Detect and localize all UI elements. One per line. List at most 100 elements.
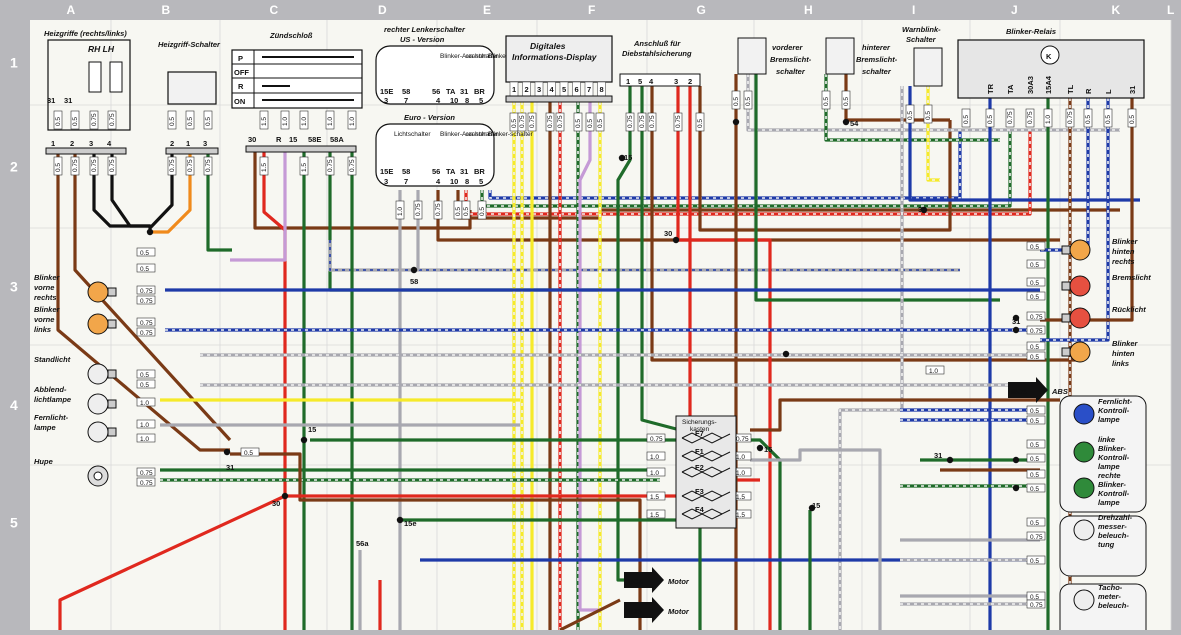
gauge-text: 0.5 <box>1030 442 1039 449</box>
heizgriff-schalter-connector <box>165 147 219 155</box>
gauge-text: 1.0 <box>327 117 334 126</box>
gauge-text: 0.75 <box>649 115 656 128</box>
gauge-text: 0.5 <box>697 119 704 128</box>
gauge-text: 1.0 <box>736 454 745 461</box>
gauge-text: 1.0 <box>301 117 308 126</box>
lenker-us-pin-3: 3 <box>384 96 388 105</box>
gauge-label: 0.5 <box>1083 108 1093 128</box>
gauge-label: 0.5 <box>1026 469 1046 479</box>
wire-stripe-43 <box>839 86 903 630</box>
display-pin-5: 5 <box>562 85 566 94</box>
gauge-label: 0.5 <box>1026 555 1046 565</box>
junction-node <box>281 492 289 500</box>
wire-stripe-20 <box>481 130 1011 207</box>
display-connector <box>505 95 613 103</box>
gauge-label: 0.5 <box>136 379 156 389</box>
gauge-text: 0.75 <box>639 115 646 128</box>
gauge-text: 0.75 <box>140 330 153 337</box>
lenker-euro-term-br: BR <box>474 167 485 176</box>
indicator-label2: Kontroll- <box>1098 406 1130 415</box>
anschluss-pin-2: 2 <box>688 77 692 86</box>
junction-node <box>223 448 231 456</box>
node-label: 31 <box>1012 317 1020 326</box>
display-pin-1: 1 <box>512 85 516 94</box>
indicator-label2: messer- <box>1098 522 1127 531</box>
gauge-label: 0.5 <box>461 200 471 220</box>
horn-icon-center <box>93 471 103 481</box>
gauge-text: 0.5 <box>140 372 149 379</box>
gauge-text: 1.0 <box>736 470 745 477</box>
lenker-us-term-56: 56 <box>432 87 440 96</box>
gauge-label: 1.0 <box>299 110 309 130</box>
gauge-label: 0.5 <box>1026 259 1046 269</box>
right-lamp-2: Rücklicht <box>1061 305 1146 329</box>
lenker-euro-title: Euro - Version <box>404 113 455 122</box>
node-label: 31 <box>918 205 926 214</box>
right-lamp-label: Rücklicht <box>1112 305 1146 314</box>
zuendschloss-term-r: R <box>276 135 282 144</box>
gauge-text: 0.5 <box>463 207 470 216</box>
brems-vorne-title2: Bremslicht- <box>770 55 812 64</box>
gauge-text: 0.5 <box>745 97 752 106</box>
gauge-text: 0.75 <box>140 480 153 487</box>
right-lamp-1: Bremslicht <box>1061 273 1151 297</box>
left-lamp-label2: vorne <box>34 283 54 292</box>
gauge-label: 0.75 <box>167 156 177 176</box>
brems-hinten-title2: Bremslicht- <box>856 55 898 64</box>
sicherungskasten-title2: kasten <box>690 426 710 433</box>
gauge-label: 0.75 <box>136 285 156 295</box>
gauge-label: 0.75 <box>136 327 156 337</box>
lenker-euro-pin-10: 10 <box>450 177 458 186</box>
wire-orange-5 <box>150 150 192 234</box>
fuse-symbol <box>681 450 731 457</box>
wire-red-33 <box>676 86 772 630</box>
gauge-text: 1.0 <box>140 436 149 443</box>
lenker-us-term-58: 58 <box>402 87 410 96</box>
wire-brown-32 <box>650 86 1080 362</box>
gauge-label: 0.75 <box>107 156 117 176</box>
zuendschloss-connector <box>245 145 357 153</box>
row-header-2: 2 <box>10 159 18 175</box>
left-lamp-label: Blinker <box>34 305 61 314</box>
junction-node <box>1012 326 1020 334</box>
gauge-label: 0.5 <box>1026 291 1046 301</box>
fuse-f2: F2 <box>695 463 704 472</box>
wire-grey-64 <box>750 448 882 630</box>
wire-red-9 <box>58 494 286 630</box>
heizgriff-schalter-conn-2: 2 <box>170 139 174 148</box>
gauge-label: 0.75 <box>1025 108 1035 128</box>
left-lamp-label: Standlicht <box>34 355 71 364</box>
indicator-label4: tung <box>1098 540 1115 549</box>
gauge-label: 0.5 <box>573 112 583 132</box>
warnblink-title: Warnblink- <box>902 25 941 34</box>
gauge-label: 1.5 <box>259 110 269 130</box>
gauge-label: 0.75 <box>1026 599 1046 609</box>
junction-node <box>946 456 954 464</box>
indicator-lamp-3: Drehzahl-messer-beleuch-tung <box>1073 513 1133 549</box>
node-label: 15 <box>308 425 316 434</box>
gauge-text: 0.75 <box>169 159 176 172</box>
fuse-symbol-lower <box>681 495 723 502</box>
column-header-f: F <box>588 3 595 17</box>
bremslicht-schalter-vorne: vorderer Bremslicht- schalter <box>737 37 812 76</box>
junction-node <box>782 350 790 358</box>
gauge-text: 0.5 <box>479 207 486 216</box>
gauge-text: 0.5 <box>455 207 462 216</box>
arrow-target: Motor <box>668 577 690 586</box>
gauge-text: 0.75 <box>327 159 334 172</box>
gauge-text: 0.5 <box>1030 418 1039 425</box>
gauge-label: 1.0 <box>280 110 290 130</box>
column-header-b: B <box>162 3 171 17</box>
relais-term-tl: TL <box>1066 84 1075 94</box>
gauge-text: 0.75 <box>109 113 116 126</box>
gauge-text: 1.5 <box>736 512 745 519</box>
indicator-label4: lampe <box>1098 498 1120 507</box>
junction-node <box>146 228 154 236</box>
left-lamp-2: Standlicht <box>34 355 117 385</box>
